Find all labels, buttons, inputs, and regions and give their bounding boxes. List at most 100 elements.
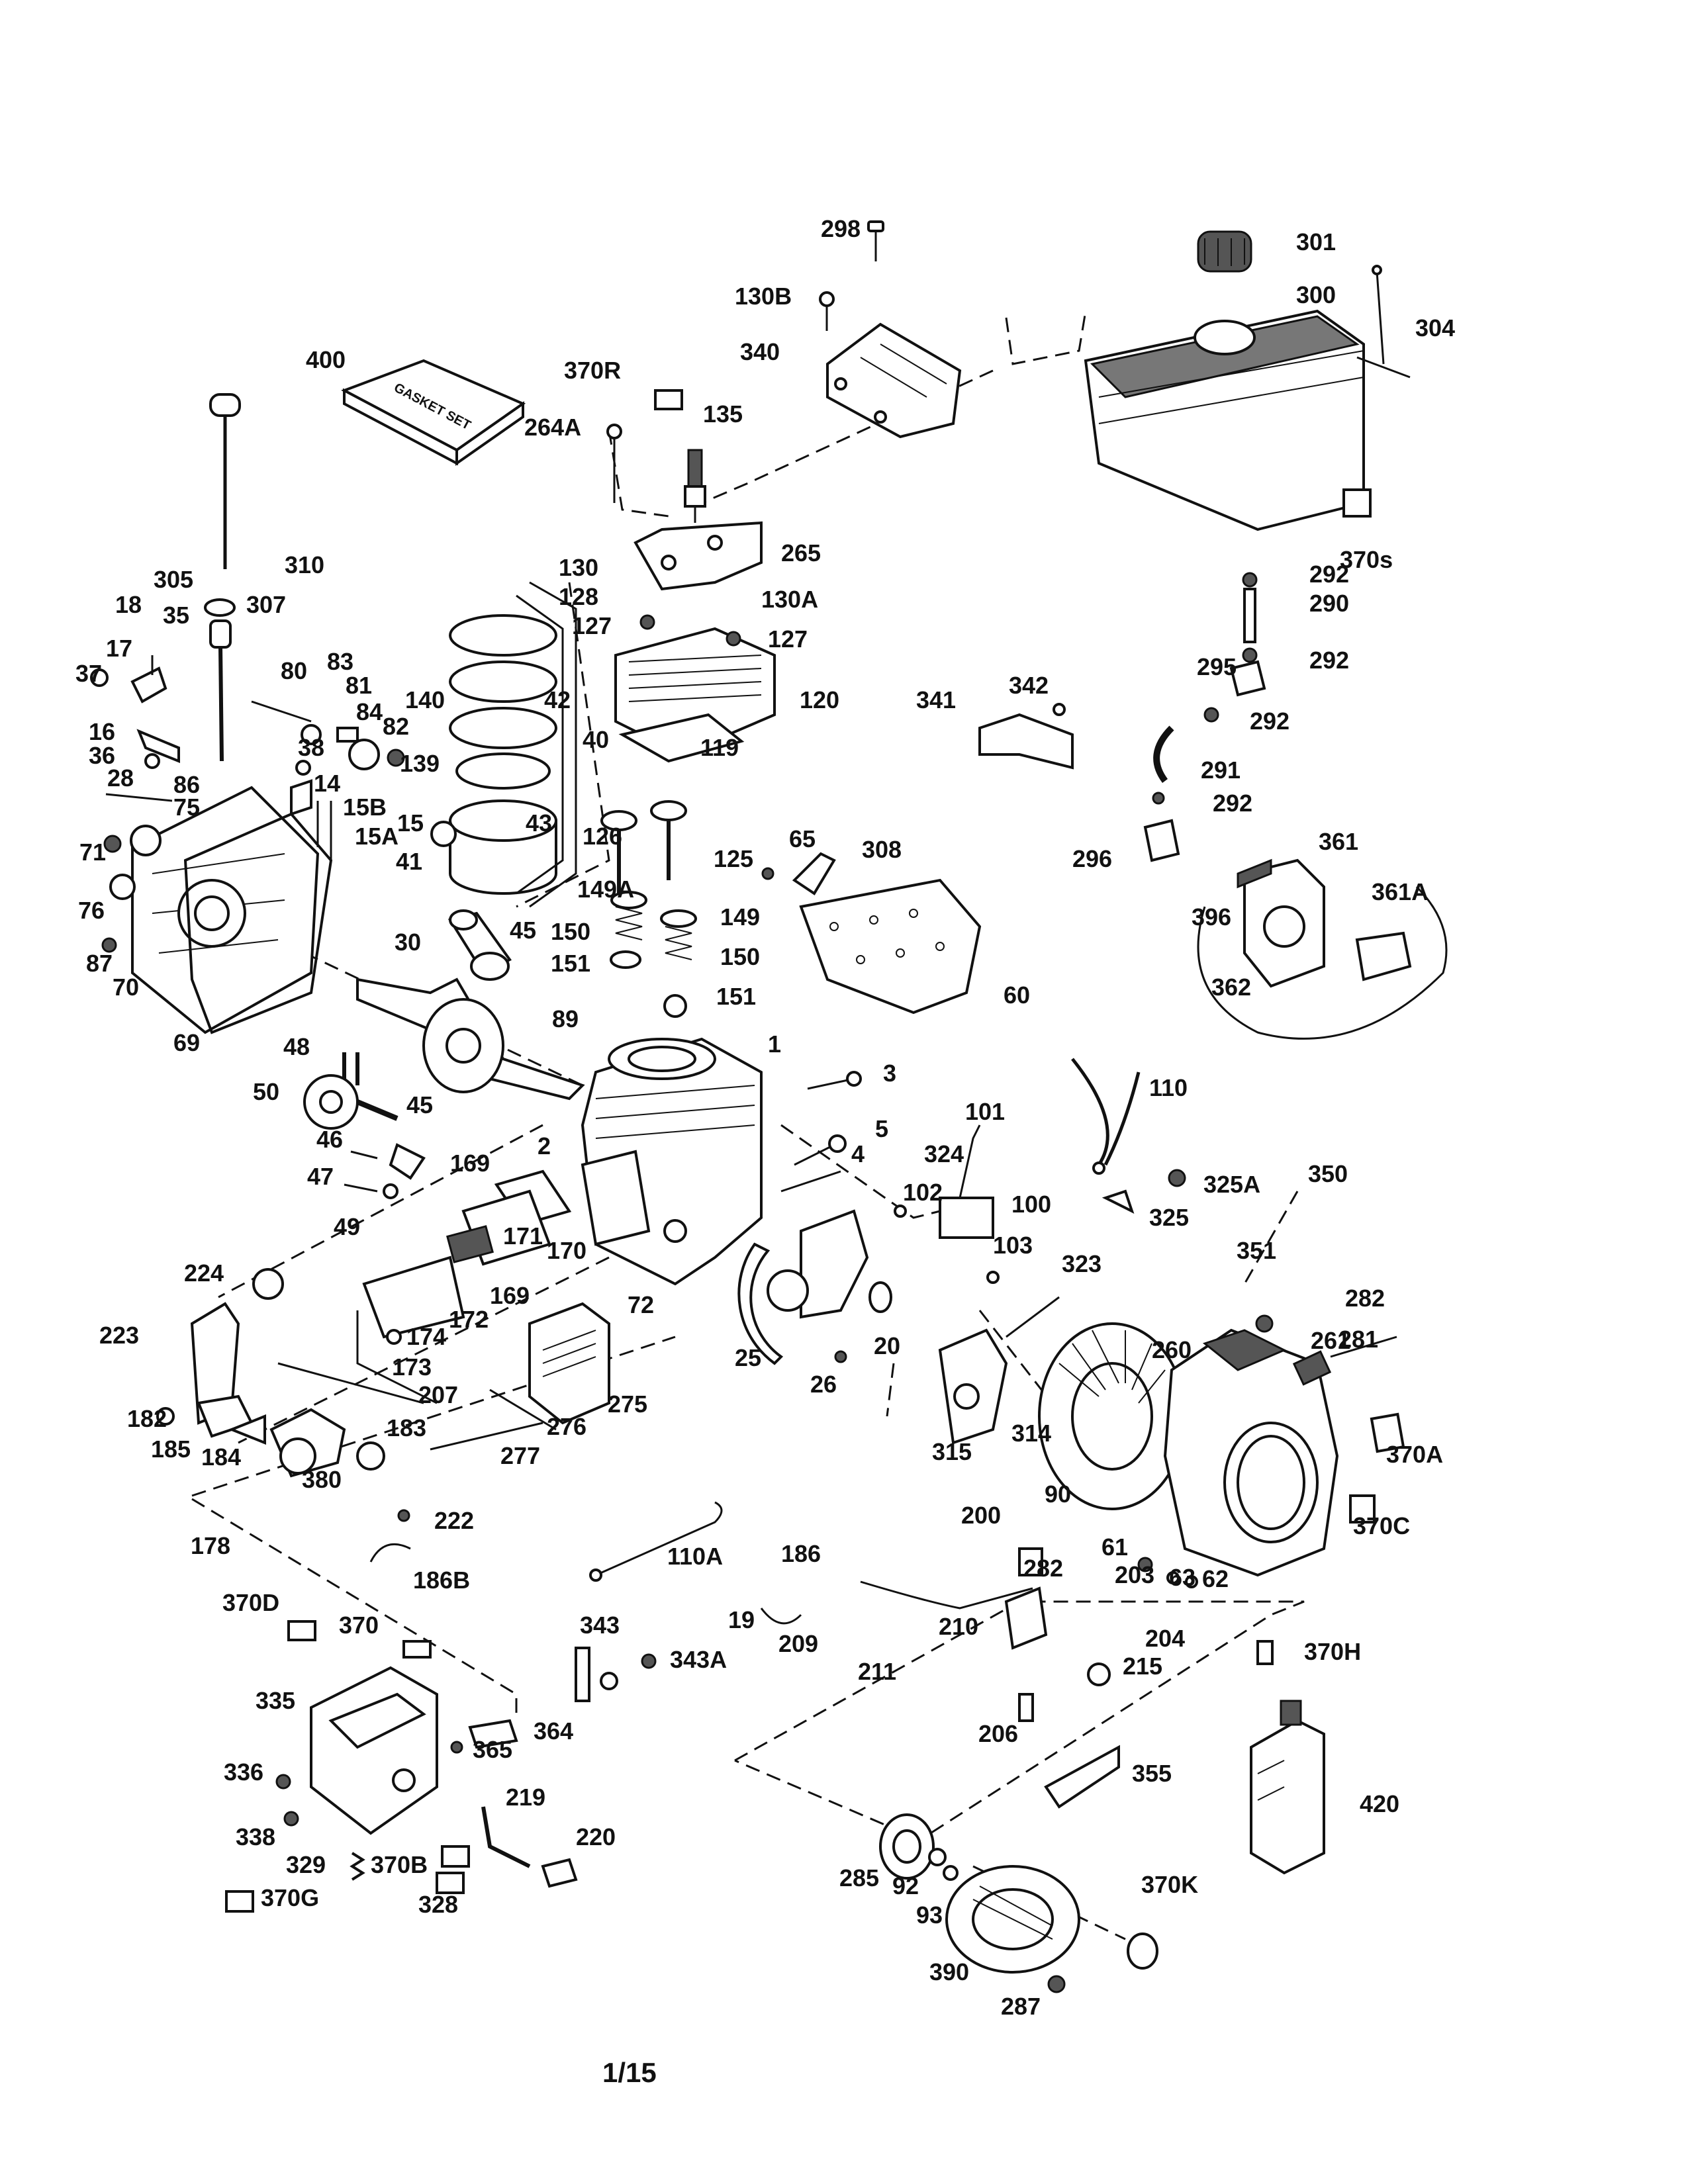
part-callout-204: 204 — [1145, 1625, 1185, 1652]
part-callout-15B: 15B — [343, 794, 387, 821]
muffler-gaskets-169-172 — [362, 1169, 572, 1339]
part-callout-361: 361 — [1319, 828, 1358, 855]
nut-65 — [761, 867, 774, 880]
backplate-25 — [737, 1209, 892, 1365]
part-callout-15A: 15A — [355, 823, 399, 850]
part-callout-17: 17 — [106, 635, 132, 662]
part-callout-48: 48 — [283, 1033, 310, 1060]
part-callout-260: 260 — [1152, 1336, 1192, 1363]
clip-364-365 — [450, 1719, 518, 1754]
part-callout-304: 304 — [1415, 314, 1455, 341]
part-callout-93: 93 — [916, 1901, 943, 1929]
bracket-341 — [978, 703, 1074, 770]
part-callout-75: 75 — [173, 794, 200, 821]
flywheel-90 — [1038, 1322, 1186, 1510]
part-callout-400: 400 — [306, 346, 346, 373]
part-callout-171: 171 — [503, 1222, 543, 1250]
part-callout-130A: 130A — [761, 586, 818, 613]
decal-370K — [1127, 1933, 1158, 1970]
part-callout-172: 172 — [449, 1306, 489, 1333]
part-callout-38: 38 — [298, 734, 324, 761]
decal-370B — [441, 1845, 470, 1868]
part-callout-200: 200 — [961, 1502, 1001, 1529]
part-callout-178: 178 — [191, 1532, 230, 1559]
part-callout-183: 183 — [387, 1414, 426, 1441]
part-callout-328: 328 — [418, 1891, 458, 1918]
tank-bracket-340 — [826, 322, 962, 439]
part-callout-81: 81 — [346, 672, 372, 699]
part-callout-46: 46 — [316, 1126, 343, 1153]
part-callout-343: 343 — [580, 1612, 620, 1639]
part-callout-149: 149 — [720, 903, 760, 931]
part-callout-65: 65 — [789, 825, 816, 852]
part-callout-101: 101 — [965, 1098, 1005, 1125]
clip-325A — [1168, 1169, 1186, 1187]
part-callout-37: 37 — [75, 660, 102, 687]
part-callout-127: 127 — [572, 612, 612, 639]
part-callout-220: 220 — [576, 1823, 616, 1850]
screw-130B — [819, 291, 835, 331]
part-callout-362: 362 — [1211, 974, 1251, 1001]
part-callout-209: 209 — [778, 1630, 818, 1657]
part-callout-40: 40 — [583, 726, 609, 753]
part-callout-261: 261 — [1311, 1327, 1350, 1354]
part-callout-90: 90 — [1045, 1480, 1071, 1508]
part-callout-308: 308 — [862, 836, 902, 863]
part-callout-361A: 361A — [1372, 878, 1429, 905]
part-callout-3: 3 — [883, 1060, 896, 1087]
screw-298 — [867, 220, 884, 261]
part-callout-325A: 325A — [1203, 1171, 1260, 1198]
part-callout-151: 151 — [551, 950, 590, 977]
part-callout-323: 323 — [1062, 1250, 1102, 1277]
part-callout-82: 82 — [383, 713, 409, 740]
screw-63 — [1166, 1571, 1180, 1584]
electric-starter-396 — [1197, 858, 1448, 1040]
part-callout-365: 365 — [473, 1736, 512, 1763]
part-callout-2: 2 — [538, 1132, 551, 1160]
part-callout-186B: 186B — [413, 1567, 470, 1594]
part-callout-84: 84 — [356, 698, 383, 725]
part-callout-420: 420 — [1360, 1790, 1399, 1817]
part-callout-72: 72 — [628, 1291, 654, 1318]
ground-wire-110A — [589, 1501, 723, 1582]
part-callout-290: 290 — [1309, 590, 1349, 617]
part-callout-63: 63 — [1169, 1564, 1196, 1591]
part-callout-169: 169 — [490, 1282, 530, 1309]
part-callout-370G: 370G — [261, 1884, 319, 1911]
part-callout-19: 19 — [728, 1606, 755, 1633]
part-callout-169: 169 — [450, 1150, 490, 1177]
part-callout-28: 28 — [107, 764, 134, 792]
dipstick-tube-305 — [209, 619, 232, 762]
valves-springs — [600, 800, 697, 1018]
carburetor-380 — [156, 1268, 411, 1563]
part-callout-80: 80 — [281, 657, 307, 684]
part-callout-61: 61 — [1102, 1533, 1128, 1561]
part-callout-151: 151 — [716, 983, 756, 1010]
part-callout-351: 351 — [1237, 1237, 1276, 1264]
part-callout-307: 307 — [246, 591, 286, 618]
bolts-3-4-5 — [780, 1071, 862, 1193]
governor-shaft-parts — [251, 700, 405, 860]
part-callout-20: 20 — [874, 1332, 900, 1359]
spring-329 — [350, 1852, 365, 1881]
part-callout-370K: 370K — [1141, 1871, 1198, 1898]
clip-325 — [1102, 1189, 1135, 1214]
rod-219 — [481, 1806, 531, 1868]
part-callout-92: 92 — [892, 1872, 919, 1899]
part-callout-206: 206 — [978, 1720, 1018, 1747]
part-callout-110A: 110A — [667, 1543, 723, 1570]
part-callout-211: 211 — [858, 1658, 896, 1685]
governor-linkage — [90, 655, 180, 953]
part-callout-110: 110 — [1149, 1074, 1188, 1101]
part-callout-15: 15 — [397, 809, 424, 837]
head-gasket-119 — [618, 713, 745, 763]
part-callout-150: 150 — [551, 918, 590, 945]
part-callout-149A: 149A — [577, 876, 634, 903]
part-callout-207: 207 — [418, 1381, 458, 1408]
part-callout-370R: 370R — [564, 357, 621, 384]
connecting-rod-45 — [447, 909, 512, 981]
gasket-set-box-400: GASKET SET — [341, 359, 526, 466]
part-callout-390: 390 — [929, 1958, 969, 1985]
part-callout-83: 83 — [327, 648, 353, 675]
